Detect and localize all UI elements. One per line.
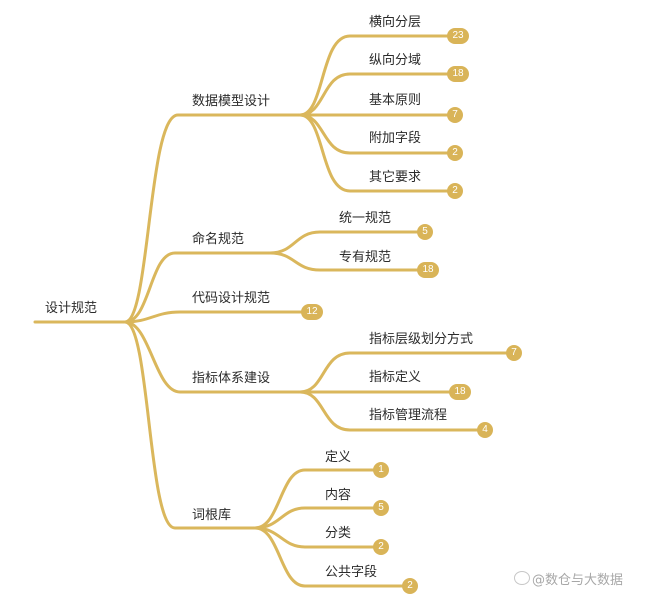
node-vertical-domain[interactable]: 纵向分域: [369, 53, 422, 68]
node-content[interactable]: 内容: [325, 488, 352, 503]
node-additional-fields[interactable]: 附加字段: [369, 131, 422, 146]
branch-root-word-library[interactable]: 词根库: [192, 508, 232, 523]
node-common-fields[interactable]: 公共字段: [325, 565, 378, 580]
node-metric-management[interactable]: 指标管理流程: [369, 408, 448, 423]
node-basic-principles[interactable]: 基本原则: [369, 93, 422, 108]
root-node[interactable]: 设计规范: [45, 301, 98, 316]
count-badge: 2: [402, 578, 418, 594]
node-unified-convention[interactable]: 统一规范: [339, 211, 392, 226]
count-badge: 1: [373, 462, 389, 478]
node-horizontal-layering[interactable]: 横向分层: [369, 15, 422, 30]
count-badge: 12: [301, 304, 323, 320]
count-badge: 4: [477, 422, 493, 438]
node-classification[interactable]: 分类: [325, 526, 352, 541]
count-badge: 5: [373, 500, 389, 516]
branch-metric-system[interactable]: 指标体系建设: [192, 371, 271, 386]
node-metric-definition[interactable]: 指标定义: [369, 370, 422, 385]
count-badge: 23: [447, 28, 469, 44]
watermark-text: @数仓与大数据: [532, 573, 624, 588]
node-definition[interactable]: 定义: [325, 450, 352, 465]
count-badge: 2: [373, 539, 389, 555]
count-badge: 7: [447, 107, 463, 123]
count-badge: 2: [447, 145, 463, 161]
count-badge: 5: [417, 224, 433, 240]
count-badge: 18: [447, 66, 469, 82]
branch-naming-convention[interactable]: 命名规范: [192, 232, 245, 247]
node-other-requirements[interactable]: 其它要求: [369, 170, 422, 185]
count-badge: 18: [449, 384, 471, 400]
node-metric-hierarchy[interactable]: 指标层级划分方式: [369, 332, 474, 347]
branch-data-model-design[interactable]: 数据模型设计: [192, 94, 271, 109]
count-badge: 18: [417, 262, 439, 278]
branch-code-design-convention[interactable]: 代码设计规范: [192, 291, 271, 306]
count-badge: 7: [506, 345, 522, 361]
count-badge: 2: [447, 183, 463, 199]
watermark: @数仓与大数据: [514, 569, 623, 588]
wechat-icon: [514, 571, 530, 585]
node-specific-convention[interactable]: 专有规范: [339, 250, 392, 265]
